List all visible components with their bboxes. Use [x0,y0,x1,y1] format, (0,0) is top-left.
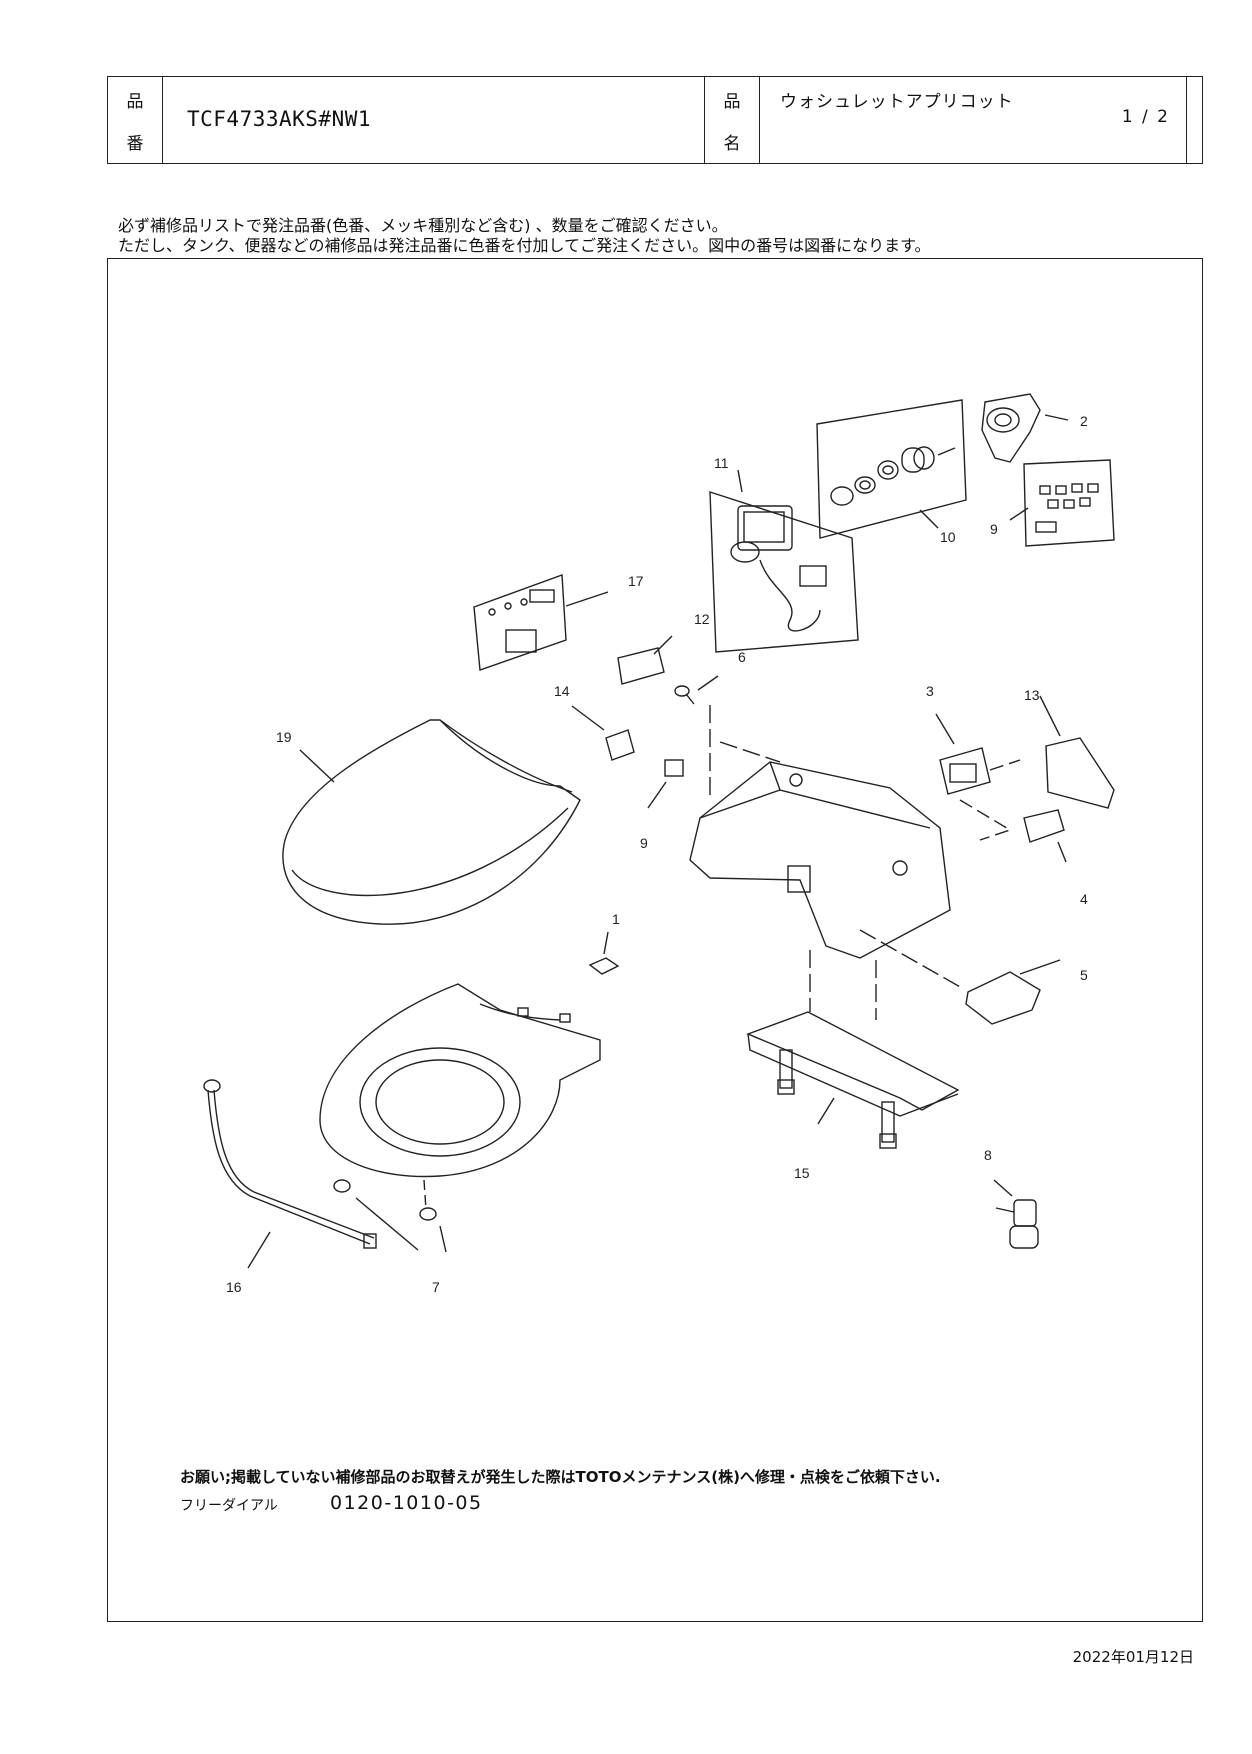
product-name-cell: ウォシュレットアプリコット [760,77,1187,163]
part-7-buffers [333,1179,447,1253]
callout-7: 7 [432,1279,440,1295]
note-line-2: ただし、タンク、便器などの補修品は発注品番に色番を付加してご発注ください。図中の… [118,236,931,255]
callout-19: 19 [276,729,292,745]
part-3-filter [935,713,991,795]
part-no-label-bottom: 番 [126,134,144,154]
part-15 [571,705,635,761]
part-12-valve-unit [709,469,859,653]
repair-request-note: お願い;掲載していない補修部品のお取替えが発生した際はTOTOメンテナンス(株)… [180,1468,941,1486]
callout-3: 3 [926,683,934,699]
name-label-bottom: 名 [723,134,741,154]
part-14-cover [1039,695,1115,809]
part-11-nozzle-set [816,399,967,539]
callout-12: 11 [714,455,729,471]
part-17-hose [203,1079,377,1269]
seat-ring [319,983,601,1211]
callout-15: 14 [554,683,570,699]
header-table: 品 番 TCF4733AKS#NW1 品 名 ウォシュレットアプリコット 1 /… [107,76,1203,164]
freedial-number: 0120-1010-05 [330,1492,483,1514]
part-18-remote [473,574,609,671]
part-no-cell: TCF4733AKS#NW1 [163,77,705,163]
part-1 [588,931,620,975]
product-name: ウォシュレットアプリコット [780,92,1014,112]
callout-18: 17 [628,573,644,589]
part-2-nozzle-cap [981,393,1069,463]
part-5-screw [674,675,719,705]
callout-6: 5 [1080,967,1088,983]
callout-2: 2 [1080,413,1088,429]
callout-13: 12 [694,611,710,627]
callout-16: 15 [794,1165,810,1181]
name-label-cell: 品 名 [705,77,760,163]
callout-8: 8 [984,1147,992,1163]
callout-10: 9 [990,521,998,537]
part-19-lid [282,719,581,925]
callout-5: 6 [738,649,746,665]
freedial-label: フリーダイアル [180,1498,278,1514]
part-no-label-top: 品 [126,92,144,112]
name-label-top: 品 [723,92,741,112]
issue-date: 2022年01月12日 [1072,1648,1194,1666]
part-no-label-cell: 品 番 [108,77,163,163]
main-body-unit [689,705,951,959]
part-8-valve [993,1179,1039,1249]
part-6-plate [859,929,1061,1025]
page-number: 1 / 2 [1121,107,1170,127]
note-line-1: 必ず補修品リストで発注品番(色番、メッキ種別など含む) 、数量をご確認ください。 [118,216,728,235]
part-4-deodorizer [959,759,1067,863]
callout-14: 13 [1024,687,1040,703]
part-9 [647,759,684,809]
diagram-frame [107,258,1203,1622]
callout-4: 4 [1080,891,1088,907]
part-13 [617,635,673,685]
callout-17: 16 [226,1279,242,1295]
callout-11: 10 [940,529,956,545]
part-16-base-plate [746,950,960,1149]
callout-9: 9 [640,835,648,851]
part-10-small-parts [1009,459,1115,547]
callout-1: 1 [612,911,620,927]
part-number: TCF4733AKS#NW1 [187,107,372,131]
